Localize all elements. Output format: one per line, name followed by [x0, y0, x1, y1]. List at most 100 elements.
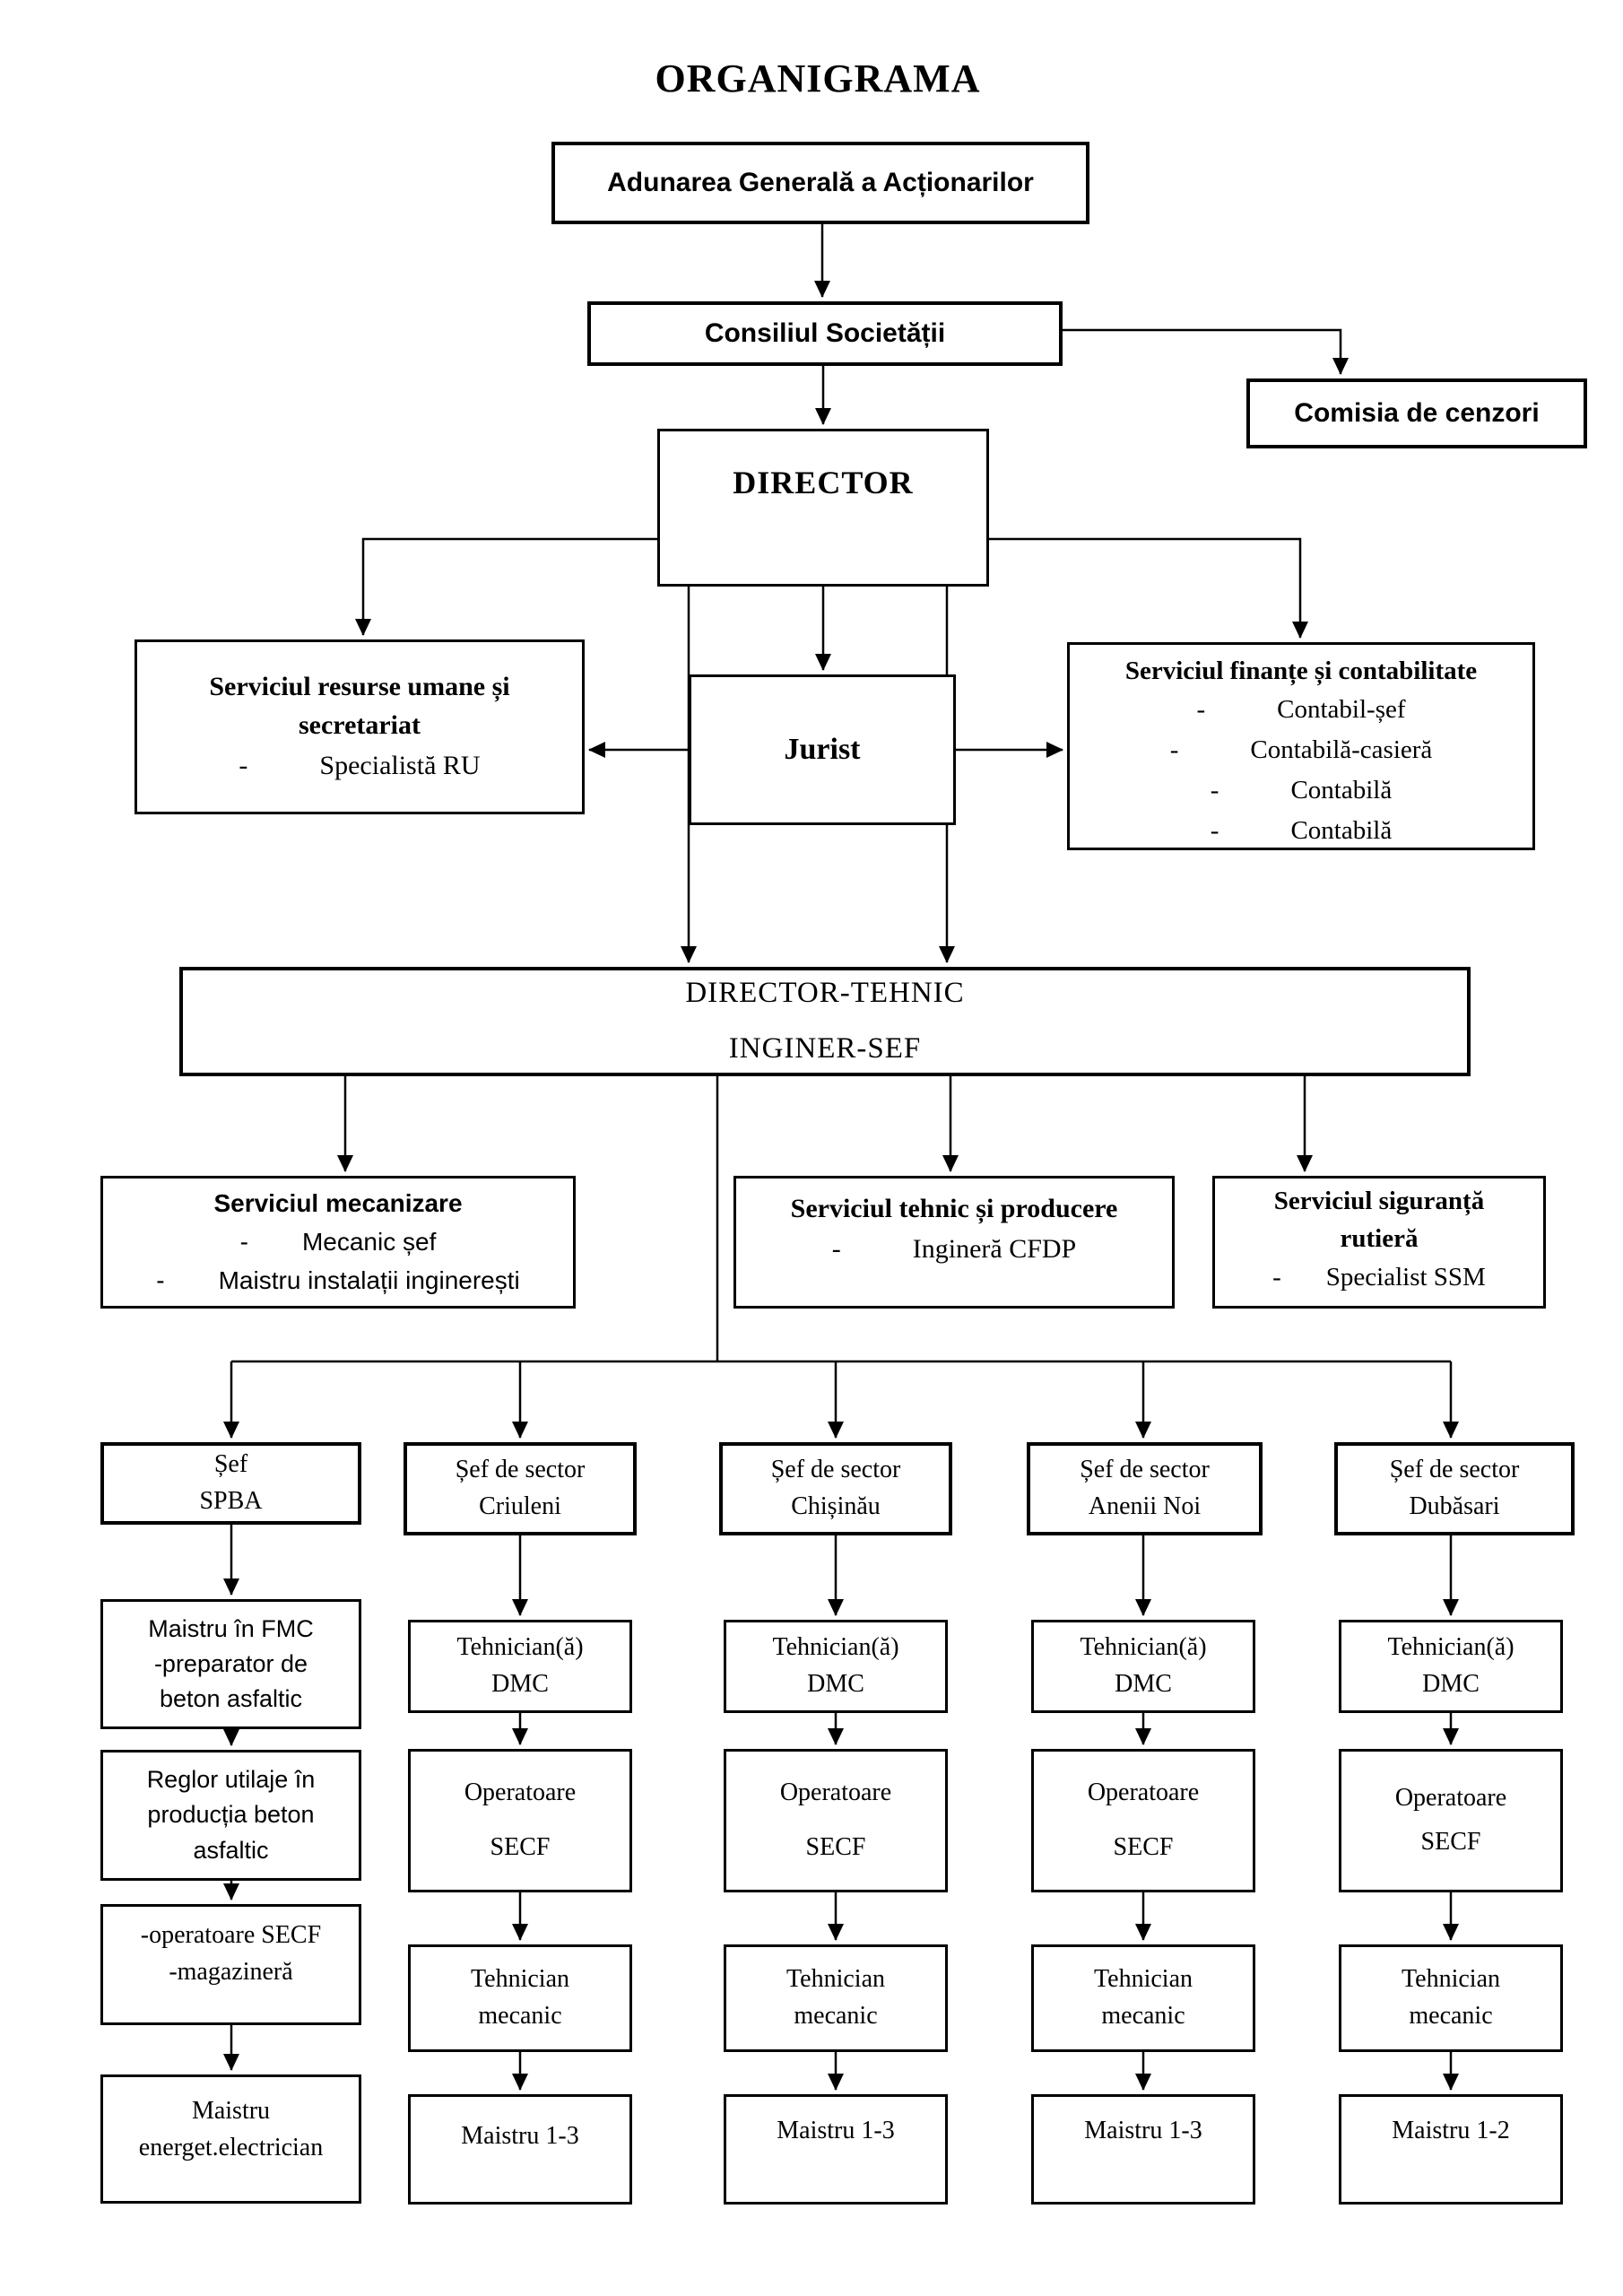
serviciul-finante-box: Serviciul finanțe și contabilitate-Conta… [1067, 642, 1535, 850]
maistru-energet-electrician-box: Maistru energet.electrician [100, 2074, 361, 2204]
jurist-label: Jurist [784, 733, 861, 767]
list-dash: - [1210, 775, 1219, 804]
consiliul-to-comisia [1063, 328, 1349, 375]
operatoare-magazinera-label: -operatoare SECF [140, 1921, 322, 1949]
tehnician-dmc-dubasari-label: Tehnician(ă) [1387, 1633, 1515, 1662]
maistru-energet-electrician-label: Maistru [191, 2097, 271, 2125]
operatoare-secf-criuleni-label: SECF [490, 1833, 551, 1861]
comisia-de-cenzori-label: Comisia de cenzori [1294, 398, 1540, 429]
serviciul-finante-item: - Contabilă-casieră [1170, 730, 1433, 770]
tehnician-mecanic-anenii-noi-label: mecanic [1101, 2002, 1185, 2030]
maistru-1-3-chisinau-box: Maistru 1-3 [724, 2094, 948, 2205]
sef-sector-chisinau-label: Chișinău [791, 1492, 881, 1520]
maistru-1-3-criuleni-label: Maistru 1-3 [461, 2122, 579, 2150]
serviciul-tehnic-title: Serviciul tehnic și producere [790, 1194, 1118, 1223]
serviciul-siguranta-title: Serviciul siguranță [1273, 1187, 1485, 1215]
serviciul-finante-title: Serviciul finanțe și contabilitate [1124, 657, 1478, 685]
tehnician-mecanic-chisinau-label: mecanic [794, 2002, 878, 2030]
tehnician-dmc-chisinau-box: Tehnician(ă)DMC [724, 1620, 948, 1713]
maistru-fmc-box: Maistru în FMC -preparator de beton asfalt… [100, 1599, 361, 1729]
sef-sector-criuleni-label: Criuleni [479, 1492, 561, 1520]
serviciul-tehnic-box: Serviciul tehnic și producere - Ingineră C… [733, 1176, 1175, 1309]
maistru-fmc-label: beton asfaltic [159, 1685, 303, 1713]
operatoare-secf-chisinau-label: Operatoare [779, 1779, 892, 1807]
tehnician-dmc-criuleni-label: DMC [491, 1670, 549, 1698]
tehnician-dmc-chisinau-label: Tehnician(ă) [772, 1633, 899, 1662]
tehnician-mecanic-chisinau-label: Tehnician [786, 1965, 885, 1994]
tehnician-dmc-anenii-noi-label: DMC [1115, 1670, 1172, 1698]
reglor-utilaje-label: asfaltic [193, 1836, 269, 1864]
operatoare-secf-chisinau-label: SECF [805, 1833, 866, 1861]
serviciul-mecanizare-title: Serviciul mecanizare [213, 1189, 463, 1217]
serviciul-resurse-umane-item: - Specialistă RU [239, 745, 480, 787]
sef-sector-anenii-noi-label: Șef de sector [1080, 1456, 1210, 1484]
serviciul-mecanizare-item-text: Maistru instalații inginerești [218, 1265, 520, 1294]
maistru-fmc-label: Maistru în FMC [148, 1614, 314, 1642]
serviciul-finante-item: -Contabil-șef [1196, 690, 1405, 730]
maistru-energet-electrician-label: energet.electrician [138, 2133, 324, 2161]
maistru-1-3-anenii-noi-label: Maistru 1-3 [1084, 2117, 1202, 2144]
adunarea-generala-box: Adunarea Generală a Acționarilor [551, 142, 1089, 224]
list-dash: - [1196, 695, 1206, 725]
list-dash: - [239, 750, 248, 780]
serviciul-finante-item-text: Contabilă [1290, 775, 1393, 804]
sef-sector-anenii-noi-label: Anenii Noi [1088, 1492, 1202, 1520]
tehnician-dmc-anenii-noi-box: Tehnician(ă)DMC [1031, 1620, 1255, 1713]
list-dash: - [239, 1227, 248, 1256]
list-dash: - [831, 1233, 841, 1264]
operatoare-magazinera-label: -magazineră [169, 1957, 293, 1986]
serviciul-finante-item: - Contabilă [1211, 770, 1392, 811]
serviciul-mecanizare-item: -Mecanic șef [240, 1222, 437, 1261]
tehnician-mecanic-criuleni-box: Tehnician mecanic [408, 1944, 632, 2052]
serviciul-tehnic-item-text: Ingineră CFDP [912, 1233, 1077, 1264]
serviciul-siguranta-item: -Specialist SSM [1272, 1257, 1486, 1298]
tehnician-mecanic-chisinau-box: Tehnician mecanic [724, 1944, 948, 2052]
operatoare-magazinera-box: -operatoare SECF -magazineră [100, 1904, 361, 2025]
director-to-resurse-umane [355, 537, 657, 636]
sef-sector-dubasari-label: Dubăsari [1409, 1492, 1500, 1520]
adunarea-generala-label: Adunarea Generală a Acționarilor [607, 168, 1034, 198]
tehnician-mecanic-criuleni-label: Tehnician [471, 1965, 569, 1994]
list-dash: - [1169, 735, 1179, 764]
serviciul-resurse-umane-item-text: Specialistă RU [319, 750, 481, 780]
consiliul-societatii-box: Consiliul Societății [587, 301, 1063, 366]
jurist-box: Jurist [689, 674, 956, 825]
maistru-1-3-criuleni-box: Maistru 1-3 [408, 2094, 632, 2205]
maistru-fmc-label: -preparator de [153, 1649, 308, 1677]
serviciul-mecanizare-box: Serviciul mecanizare -Mecanic șef- Maistru… [100, 1176, 576, 1309]
consiliul-societatii-label: Consiliul Societății [704, 318, 946, 349]
list-dash: - [1272, 1263, 1281, 1292]
serviciul-resurse-umane-title: Serviciul resurse umane și [209, 671, 510, 701]
tehnician-mecanic-criuleni-label: mecanic [478, 2002, 562, 2030]
sef-spba-label: Șef [213, 1450, 248, 1479]
reglor-utilaje-label: Reglor utilaje în [146, 1766, 316, 1794]
tehnician-dmc-dubasari-label: DMC [1422, 1670, 1480, 1698]
reglor-utilaje-label: producția beton [147, 1801, 315, 1829]
reglor-utilaje-box: Reglor utilaje în producția beton asfaltic [100, 1750, 361, 1881]
tehnician-dmc-dubasari-box: Tehnician(ă) DMC [1339, 1620, 1563, 1713]
maistru-1-3-anenii-noi-box: Maistru 1-3 [1031, 2094, 1255, 2205]
operatoare-secf-criuleni-label: Operatoare [464, 1779, 577, 1807]
comisia-de-cenzori-box: Comisia de cenzori [1246, 378, 1587, 448]
tehnician-dmc-criuleni-box: Tehnician(ă)DMC [408, 1620, 632, 1713]
director-label: DIRECTOR [733, 464, 914, 500]
tehnician-mecanic-dubasari-label: Tehnician [1402, 1965, 1500, 1994]
operatoare-secf-dubasari-label: Operatoare [1394, 1784, 1507, 1813]
serviciul-finante-item-text: Contabilă-casieră [1250, 735, 1433, 764]
sef-sector-criuleni-label: Șef de sector [455, 1456, 586, 1484]
maistru-1-2-dubasari-box: Maistru 1-2 [1339, 2094, 1563, 2205]
